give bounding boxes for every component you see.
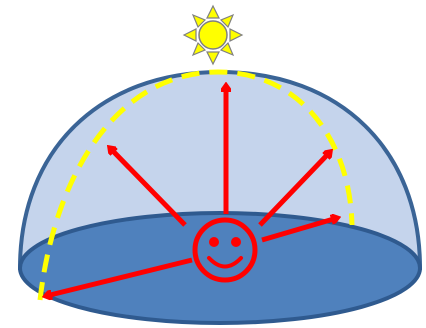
ground-disc (20, 213, 420, 323)
sun-icon (184, 6, 242, 64)
